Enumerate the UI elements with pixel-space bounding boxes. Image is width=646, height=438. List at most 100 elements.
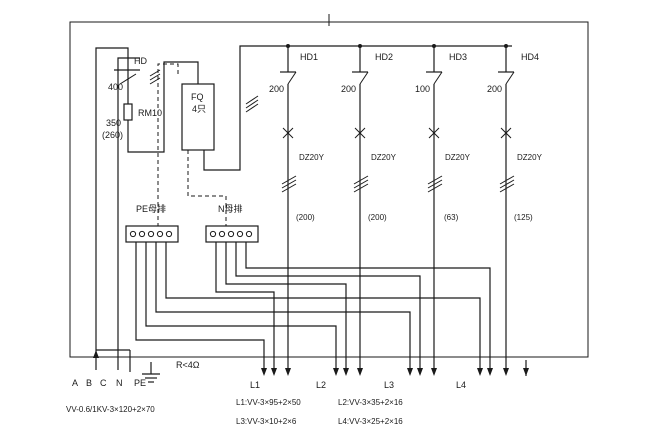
branch-hd1: HD1 200 DZ20Y (200)	[269, 46, 325, 370]
terminal-icon	[147, 230, 155, 238]
breaker-mark	[500, 127, 512, 139]
branch-name: HD2	[375, 52, 393, 62]
branch-hd4: HD4 200 DZ20Y (125)	[487, 46, 543, 370]
n-conductor-l4	[245, 242, 491, 370]
input-label-n: N	[116, 378, 123, 388]
branch-current: (200)	[368, 213, 387, 222]
branch-current: (63)	[444, 213, 459, 222]
input-label-pe: PE	[134, 378, 146, 388]
cable-mark	[427, 175, 443, 185]
fuse-icon	[123, 103, 133, 121]
terminal-icon	[236, 230, 244, 238]
arrow-icon	[503, 368, 509, 376]
arrow-icon	[417, 368, 423, 376]
branch-hd2: HD2 200 DZ20Y (200)	[341, 46, 397, 370]
input-label-c: C	[100, 378, 107, 388]
arrow-icon	[271, 368, 277, 376]
terminal-icon	[129, 230, 137, 238]
n-conductor-l1	[215, 242, 275, 370]
cable-mark	[281, 179, 297, 189]
cable-mark	[353, 175, 369, 185]
main-switch-blade	[119, 73, 137, 85]
arrow-icon	[477, 368, 483, 376]
meter-box	[181, 83, 215, 151]
input-label-a: A	[72, 378, 78, 388]
cable-mark	[149, 73, 161, 81]
cable-mark	[499, 175, 515, 185]
pe-conductor-l3	[155, 242, 411, 370]
pe-conductor-l1	[135, 242, 265, 370]
main-switch-label: HD	[134, 56, 147, 66]
breaker-mark	[282, 127, 294, 139]
output-label-l1: L1	[250, 380, 260, 390]
feeder-line	[95, 47, 129, 370]
pe-bar	[125, 225, 179, 243]
branch-current: (200)	[296, 213, 315, 222]
fuse-to-meter-line	[127, 61, 199, 153]
cable-mark	[499, 183, 515, 193]
cable-mark	[245, 103, 259, 113]
terminal-icon	[156, 230, 164, 238]
terminal-icon	[165, 230, 173, 238]
pe-conductor-l4	[165, 242, 481, 370]
breaker-label: DZ20Y	[371, 153, 397, 162]
cable-spec-l4: L4:VV-3×25+2×16	[338, 417, 403, 426]
main-switch-rating: 400	[108, 82, 123, 92]
terminal-icon	[245, 230, 253, 238]
arrow-icon	[487, 368, 493, 376]
cable-spec-l1: L1:VV-3×95+2×50	[236, 398, 301, 407]
branch-rating: 200	[487, 84, 502, 94]
branch-rating: 200	[341, 84, 356, 94]
cable-mark	[499, 179, 515, 189]
terminal-icon	[209, 230, 217, 238]
incoming-n-wire	[117, 57, 140, 370]
arrow-icon	[261, 368, 267, 376]
arrow-icon	[93, 350, 99, 358]
arrow-icon	[343, 368, 349, 376]
breaker-mark	[354, 127, 366, 139]
cable-mark	[245, 95, 259, 105]
busbar-line	[203, 45, 512, 171]
meter-label: FQ	[191, 92, 204, 102]
fuse-sub-rating: (260)	[102, 130, 123, 140]
output-label-l3: L3	[384, 380, 394, 390]
cable-mark	[353, 183, 369, 193]
branch-name: HD4	[521, 52, 539, 62]
arrow-icon	[285, 368, 291, 376]
branch-rating: 200	[269, 84, 284, 94]
input-label-b: B	[86, 378, 92, 388]
arrow-icon	[357, 368, 363, 376]
branch-current: (125)	[514, 213, 533, 222]
n-conductor-l3	[235, 242, 421, 370]
cable-spec-l2: L2:VV-3×35+2×16	[338, 398, 403, 407]
output-label-l4: L4	[456, 380, 466, 390]
terminal-icon	[218, 230, 226, 238]
breaker-mark	[428, 127, 440, 139]
arrow-icon	[523, 368, 529, 376]
branch-hd3: HD3 100 DZ20Y (63)	[415, 46, 471, 370]
switch-blade	[287, 71, 297, 85]
switch-blade	[359, 71, 369, 85]
cable-mark	[427, 183, 443, 193]
cable-mark	[281, 183, 297, 193]
n-conductor-l2	[225, 242, 347, 370]
breaker-label: DZ20Y	[517, 153, 543, 162]
cable-mark	[427, 179, 443, 189]
breaker-label: DZ20Y	[299, 153, 325, 162]
meter-sub: 4只	[192, 104, 206, 114]
terminal-icon	[138, 230, 146, 238]
n-bar	[205, 225, 259, 243]
ground-label: R<4Ω	[176, 360, 200, 370]
feeder-cable-spec: VV-0.6/1KV-3×120+2×70	[66, 405, 155, 414]
branch-name: HD3	[449, 52, 467, 62]
pe-bar-label: PE母排	[136, 203, 166, 214]
cable-mark	[353, 179, 369, 189]
output-label-l2: L2	[316, 380, 326, 390]
arrow-icon	[333, 368, 339, 376]
cable-mark	[281, 175, 297, 185]
fuse-label: RM10	[138, 108, 162, 118]
branch-name: HD1	[300, 52, 318, 62]
switch-blade	[433, 71, 443, 85]
arrow-icon	[431, 368, 437, 376]
